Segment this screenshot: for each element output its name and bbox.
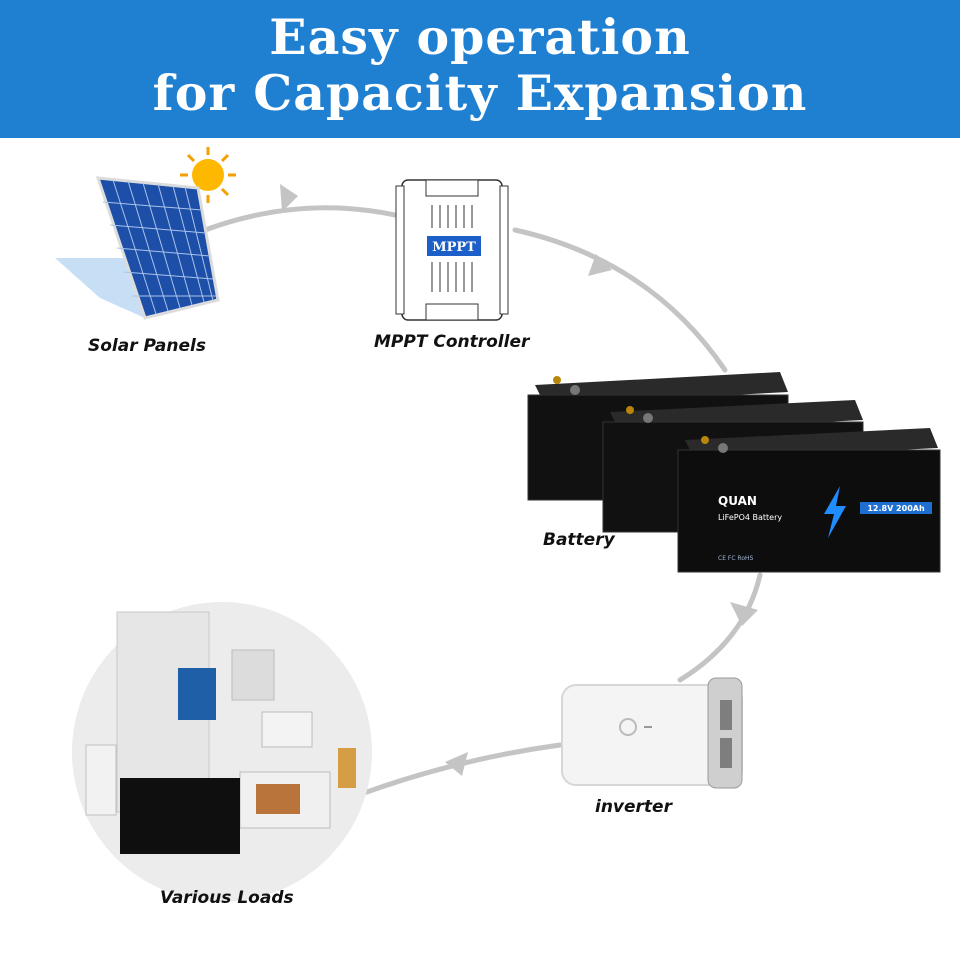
arrow-solar-to-mppt	[202, 205, 398, 233]
battery-brand: QUAN	[718, 494, 757, 508]
arrow-head-4	[445, 752, 468, 776]
battery-rating: 12.8V 200Ah	[867, 504, 925, 513]
battery-label: Battery	[543, 530, 615, 550]
mppt-controller-icon: MPPT	[395, 179, 509, 321]
arrow-mppt-to-battery	[512, 227, 728, 373]
arrow-inverter-to-loads	[342, 742, 563, 803]
arrow-head-1	[280, 184, 298, 212]
solar-panels-label: Solar Panels	[88, 336, 206, 356]
inverter-icon	[561, 677, 743, 789]
title-line-1: Easy operation	[269, 8, 691, 66]
solar-panel-icon	[55, 176, 220, 320]
battery-stack: QUAN LiFePO4 Battery 12.8V 200Ah CE FC R…	[527, 372, 941, 573]
inverter-label: inverter	[595, 797, 672, 817]
appliances-image	[72, 602, 372, 902]
title-line-2: for Capacity Expansion	[152, 64, 808, 122]
title-banner: Easy operation for Capacity Expansion	[0, 0, 960, 138]
arrow-head-2	[588, 254, 612, 276]
various-loads-label: Various Loads	[160, 888, 294, 908]
mppt-controller-label: MPPT Controller	[374, 332, 530, 352]
arrow-battery-to-inverter	[677, 572, 763, 683]
battery-model: LiFePO4 Battery	[718, 513, 782, 522]
battery-certs: CE FC RoHS	[718, 555, 754, 562]
arrow-head-3	[730, 602, 758, 626]
arrow-heads	[280, 184, 758, 776]
mppt-badge: MPPT	[432, 240, 476, 255]
battery-front: QUAN LiFePO4 Battery 12.8V 200Ah CE FC R…	[677, 428, 941, 573]
lightning-icon	[824, 486, 846, 538]
